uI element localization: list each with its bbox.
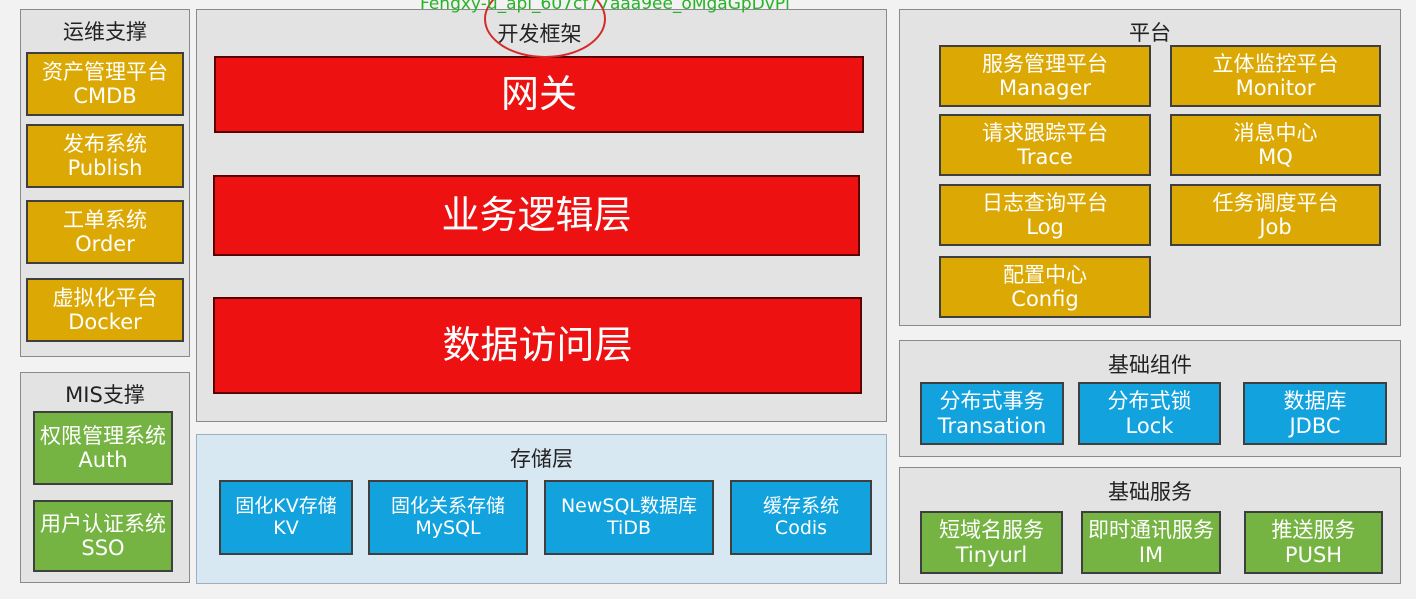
order-label-en: Order (75, 232, 135, 256)
push-label-en: PUSH (1284, 542, 1343, 567)
ops-support-panel: 运维支撑 资产管理平台 CMDB 发布系统 Publish 工单系统 Order… (20, 9, 190, 357)
im-box: 即时通讯服务 IM (1081, 511, 1221, 574)
publish-label-en: Publish (67, 156, 143, 180)
docker-label-cn: 虚拟化平台 (52, 285, 158, 310)
tinyurl-box: 短域名服务 Tinyurl (920, 511, 1063, 574)
order-label-cn: 工单系统 (63, 207, 147, 232)
mis-support-panel: MIS支撑 权限管理系统 Auth 用户认证系统 SSO (20, 372, 190, 583)
tidb-label-cn: NewSQL数据库 (560, 494, 698, 517)
job-label-en: Job (1259, 215, 1292, 239)
config-label-en: Config (1011, 287, 1079, 311)
lock-label-en: Lock (1125, 413, 1174, 438)
tidb-label-en: TiDB (607, 516, 651, 539)
job-label-cn: 任务调度平台 (1212, 190, 1339, 215)
business-logic-layer: 业务逻辑层 (213, 175, 860, 256)
cmdb-box: 资产管理平台 CMDB (26, 52, 184, 116)
sso-box: 用户认证系统 SSO (33, 500, 173, 572)
storage-layer-title: 存储层 (510, 447, 573, 471)
job-box: 任务调度平台 Job (1170, 184, 1381, 246)
log-label-cn: 日志查询平台 (982, 190, 1108, 215)
data-access-layer: 数据访问层 (213, 297, 862, 394)
sso-label-en: SSO (81, 536, 125, 560)
transaction-box: 分布式事务 Transation (920, 382, 1064, 445)
transaction-label-en: Transation (937, 413, 1047, 438)
mq-box: 消息中心 MQ (1170, 114, 1381, 176)
lock-box: 分布式锁 Lock (1078, 382, 1221, 445)
im-label-en: IM (1138, 542, 1164, 567)
log-box: 日志查询平台 Log (939, 184, 1151, 246)
jdbc-label-en: JDBC (1289, 413, 1341, 438)
gateway-layer: 网关 (214, 56, 864, 133)
monitor-label-en: Monitor (1235, 76, 1316, 100)
order-box: 工单系统 Order (26, 200, 184, 264)
mq-label-en: MQ (1258, 145, 1293, 169)
trace-label-cn: 请求跟踪平台 (982, 120, 1108, 145)
log-label-en: Log (1026, 215, 1064, 239)
basic-services-title: 基础服务 (1108, 480, 1192, 504)
jdbc-label-cn: 数据库 (1283, 389, 1347, 414)
auth-label-cn: 权限管理系统 (40, 423, 166, 448)
basic-components-title: 基础组件 (1108, 353, 1192, 377)
im-label-cn: 即时通讯服务 (1088, 518, 1214, 543)
watermark-text: Fengxy-u_api_607cf77aaa9ee_oMgaGpDvPl (420, 0, 790, 14)
manager-label-cn: 服务管理平台 (982, 51, 1108, 76)
manager-label-en: Manager (998, 76, 1092, 100)
mysql-label-en: MySQL (415, 516, 481, 539)
tinyurl-label-cn: 短域名服务 (939, 518, 1044, 543)
platform-panel: 平台 服务管理平台 Manager 立体监控平台 Monitor 请求跟踪平台 … (899, 9, 1401, 326)
sso-label-cn: 用户认证系统 (40, 511, 166, 536)
tinyurl-label-en: Tinyurl (955, 542, 1028, 567)
trace-box: 请求跟踪平台 Trace (939, 114, 1151, 176)
kv-label-cn: 固化KV存储 (235, 494, 337, 517)
basic-components-panel: 基础组件 分布式事务 Transation 分布式锁 Lock 数据库 JDBC (899, 340, 1401, 457)
codis-label-en: Codis (774, 516, 828, 539)
auth-label-en: Auth (78, 448, 128, 472)
config-box: 配置中心 Config (939, 256, 1151, 318)
mis-support-title: MIS支撑 (65, 383, 145, 407)
jdbc-box: 数据库 JDBC (1243, 382, 1387, 445)
ops-support-title: 运维支撑 (63, 20, 147, 44)
config-label-cn: 配置中心 (1003, 262, 1087, 287)
tidb-storage-box: NewSQL数据库 TiDB (544, 480, 714, 555)
cmdb-label-en: CMDB (73, 84, 137, 108)
platform-title: 平台 (1129, 21, 1171, 45)
publish-box: 发布系统 Publish (26, 124, 184, 188)
trace-label-en: Trace (1017, 145, 1073, 169)
basic-services-panel: 基础服务 短域名服务 Tinyurl 即时通讯服务 IM 推送服务 PUSH (899, 467, 1401, 584)
codis-storage-box: 缓存系统 Codis (730, 480, 872, 555)
kv-label-en: KV (273, 516, 299, 539)
dev-framework-panel: 开发框架 网关 业务逻辑层 数据访问层 (196, 9, 887, 422)
mysql-storage-box: 固化关系存储 MySQL (368, 480, 528, 555)
kv-storage-box: 固化KV存储 KV (219, 480, 353, 555)
push-box: 推送服务 PUSH (1244, 511, 1383, 574)
monitor-box: 立体监控平台 Monitor (1170, 45, 1381, 107)
storage-layer-panel: 存储层 固化KV存储 KV 固化关系存储 MySQL NewSQL数据库 TiD… (196, 434, 887, 584)
transaction-label-cn: 分布式事务 (939, 389, 1045, 414)
lock-label-cn: 分布式锁 (1107, 389, 1192, 414)
codis-label-cn: 缓存系统 (762, 494, 839, 517)
cmdb-label-cn: 资产管理平台 (42, 59, 168, 84)
push-label-cn: 推送服务 (1271, 518, 1356, 543)
docker-label-en: Docker (68, 310, 142, 334)
publish-label-cn: 发布系统 (63, 131, 147, 156)
docker-box: 虚拟化平台 Docker (26, 278, 184, 342)
monitor-label-cn: 立体监控平台 (1212, 51, 1339, 76)
manager-box: 服务管理平台 Manager (939, 45, 1151, 107)
mq-label-cn: 消息中心 (1233, 120, 1318, 145)
auth-box: 权限管理系统 Auth (33, 411, 173, 485)
mysql-label-cn: 固化关系存储 (390, 494, 505, 517)
